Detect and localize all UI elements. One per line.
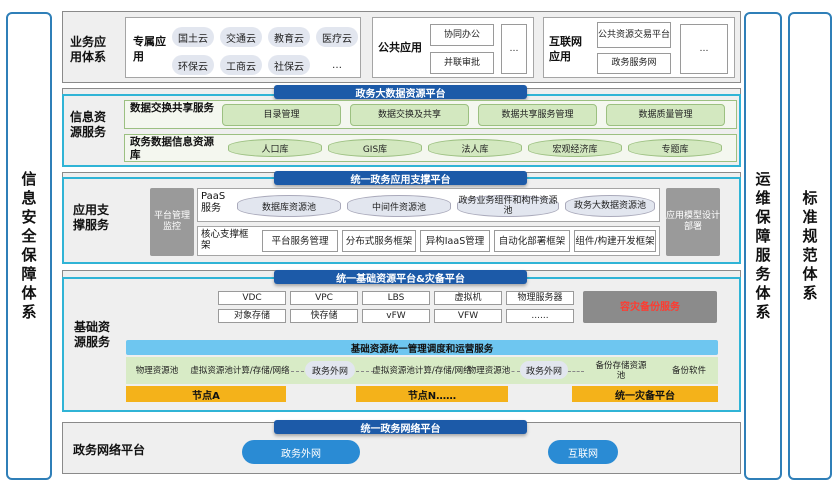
virtual-pool-n: 虚拟资源池计算/存储/网络 — [372, 365, 472, 376]
public-resource-trading-box: 公共资源交易平台 — [597, 22, 671, 48]
data-sharing-mgmt-box: 数据共享服务管理 — [478, 104, 597, 126]
security-system-label: 信息安全保障体系 — [21, 170, 37, 321]
government-service-net-box: 政务服务网 — [597, 53, 671, 74]
resource-pool-row — [126, 357, 718, 384]
physical-server-box: 物理服务器 — [506, 291, 574, 305]
block-storage-box: 快存储 — [290, 309, 358, 323]
security-system-sidebar: 信息安全保障体系 — [6, 12, 52, 480]
legal-person-db: 法人库 — [428, 139, 522, 157]
operations-system-label: 运维保障服务体系 — [755, 170, 771, 321]
big-data-platform-banner: 政务大数据资源平台 — [274, 85, 527, 100]
special-apps-label: 专属应用 — [133, 35, 166, 63]
operations-system-sidebar: 运维保障服务体系 — [744, 12, 782, 480]
resource-management-bar: 基础资源统一管理调度和运营服务 — [126, 340, 718, 355]
standards-system-sidebar: 标准规范体系 — [788, 12, 832, 480]
public-apps-label: 公共应用 — [378, 41, 422, 54]
auto-deploy-box: 自动化部署框架 — [494, 230, 570, 252]
core-framework-label: 核心支撑框架 — [201, 229, 249, 251]
social-security-cloud: 社保云 — [268, 55, 310, 75]
gis-db: GIS库 — [328, 139, 422, 157]
internet-apps-label: 互联网应用 — [549, 35, 582, 63]
component-pool: 政务业务组件和构件资源池 — [457, 195, 559, 217]
population-db: 人口库 — [228, 139, 322, 157]
iaas-management-box: 异构IaaS管理 — [420, 230, 490, 252]
data-quality-box: 数据质量管理 — [606, 104, 725, 126]
network-layer-title: 政务网络平台 — [73, 443, 146, 457]
database-pool: 数据库资源池 — [237, 195, 341, 217]
collaborative-office-box: 协同办公 — [430, 24, 494, 46]
land-cloud: 国土云 — [172, 27, 214, 47]
component-dev-box: 组件/构建开发框架 — [574, 230, 656, 252]
traffic-cloud: 交通云 — [220, 27, 262, 47]
internet-apps-more-box: … — [680, 24, 728, 74]
internet-cloud: 互联网 — [548, 440, 618, 464]
node-a-bar: 节点A — [126, 386, 286, 402]
paas-label: PaaS服务 — [201, 191, 226, 214]
unified-disaster-bar: 统一灾备平台 — [572, 386, 718, 402]
lbs-box: LBS — [362, 291, 430, 305]
gov-extranet-network-cloud: 政务外网 — [242, 440, 360, 464]
dash-line-3 — [506, 371, 520, 372]
application-layer-title: 业务应用体系 — [70, 35, 107, 64]
standards-system-label: 标准规范体系 — [802, 189, 818, 302]
support-platform-banner: 统一政务应用支撑平台 — [274, 171, 527, 186]
node-n-bar: 节点N…… — [356, 386, 508, 402]
exchange-label: 数据交换共享服务 — [130, 102, 214, 114]
backup-software: 备份软件 — [671, 365, 706, 376]
vfw-box-1: vFW — [362, 309, 430, 323]
dash-line-2 — [356, 371, 374, 372]
app-model-design-box: 应用模型设计部署 — [666, 188, 720, 256]
environment-cloud: 环保云 — [172, 55, 214, 75]
vfw-box-2: VFW — [434, 309, 502, 323]
physical-pool-n: 物理资源池 — [467, 365, 511, 376]
information-layer-title: 信息资源服务 — [70, 110, 107, 139]
big-data-pool: 政务大数据资源池 — [565, 195, 655, 217]
database-label: 政务数据信息资源库 — [130, 136, 214, 161]
gov-extranet-cloud-1: 政务外网 — [305, 361, 355, 379]
physical-pool-a: 物理资源池 — [135, 365, 179, 376]
macroeconomy-db: 宏观经济库 — [528, 139, 622, 157]
infrastructure-platform-banner: 统一基础资源平台&灾备平台 — [274, 270, 527, 285]
disaster-backup-box: 容灾备份服务 — [583, 291, 717, 323]
network-platform-banner: 统一政务网络平台 — [274, 420, 527, 435]
object-storage-box: 对象存储 — [218, 309, 286, 323]
infrastructure-layer-title: 基础资源服务 — [74, 320, 111, 349]
medical-cloud: 医疗云 — [316, 27, 358, 47]
backup-storage-pool: 备份存储资源池 — [595, 360, 647, 381]
commerce-cloud: 工商云 — [220, 55, 262, 75]
education-cloud: 教育云 — [268, 27, 310, 47]
public-apps-more-box: … — [501, 24, 527, 74]
vdc-box: VDC — [218, 291, 286, 305]
dash-line-1 — [286, 371, 304, 372]
platform-monitor-box: 平台管理监控 — [150, 188, 194, 256]
virtual-machine-box: 虚拟机 — [434, 291, 502, 305]
thematic-db: 专题库 — [628, 139, 722, 157]
vpc-box: VPC — [290, 291, 358, 305]
middleware-pool: 中间件资源池 — [347, 195, 451, 217]
catalog-management-box: 目录管理 — [222, 104, 341, 126]
platform-service-mgmt-box: 平台服务管理 — [262, 230, 338, 252]
distributed-framework-box: 分布式服务框架 — [342, 230, 416, 252]
virtual-pool-a: 虚拟资源池计算/存储/网络 — [190, 365, 290, 376]
more-clouds: … — [332, 59, 342, 71]
parallel-approval-box: 并联审批 — [430, 52, 494, 74]
dash-line-4 — [568, 371, 584, 372]
row2-more-box: ...... — [506, 309, 574, 323]
data-exchange-box: 数据交换及共享 — [350, 104, 469, 126]
gov-extranet-cloud-2: 政务外网 — [520, 361, 568, 379]
support-layer-title: 应用支撑服务 — [73, 203, 110, 232]
